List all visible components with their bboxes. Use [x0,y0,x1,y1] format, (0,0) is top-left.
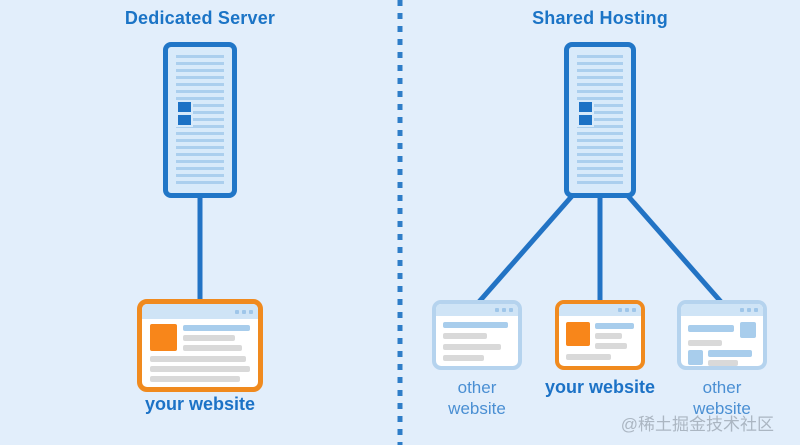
shared-connector-line-right [626,194,724,305]
text-line [150,356,246,362]
other-website-label: other website [693,378,751,418]
text-line [688,340,722,346]
text-line [595,343,627,349]
watermark: @稀土掘金技术社区 [620,415,774,434]
text-line [443,344,501,350]
browser-content [436,316,518,366]
browser-content [559,316,641,366]
text-line [443,355,484,361]
image-placeholder [740,322,756,338]
text-line [150,366,250,372]
window-dot-icon [625,308,629,312]
text-line [183,335,236,341]
shared-connector-line-left [476,194,574,305]
image-placeholder [688,350,703,365]
window-dot-icon [509,308,513,312]
server-tower-icon [564,42,636,198]
your-website-label: your website [144,394,256,414]
window-dot-icon [249,309,253,314]
dedicated-server-title: Dedicated Server [124,8,276,28]
text-line [183,345,242,351]
text-line [150,376,240,382]
window-dot-icon [242,309,246,314]
text-line [595,333,622,339]
browser-content [142,319,258,387]
text-line [566,354,611,360]
browser-titlebar [559,304,641,316]
image-placeholder [150,324,177,351]
other-website-card [677,300,767,370]
image-placeholder [566,322,590,346]
other-website-card [432,300,522,370]
browser-titlebar [436,304,518,316]
text-line [595,323,634,329]
server-led-chip [178,115,191,125]
your-website-label: your website [544,377,656,397]
shared-hosting-title: Shared Hosting [532,8,668,28]
browser-content [681,316,763,366]
window-dot-icon [632,308,636,312]
text-line [688,325,734,332]
text-line [708,360,738,366]
window-dot-icon [502,308,506,312]
your-website-card [555,300,645,370]
window-dot-icon [740,308,744,312]
server-tower-icon [163,42,237,198]
window-dot-icon [747,308,751,312]
browser-titlebar [681,304,763,316]
window-dot-icon [754,308,758,312]
your-website-card [137,299,263,392]
window-dot-icon [618,308,622,312]
text-line [443,322,508,328]
text-line [708,350,752,357]
server-led-chip [579,102,592,112]
text-line [183,325,250,331]
other-website-label: other website [448,378,506,418]
server-led-chip [579,115,592,125]
server-led-chip [178,102,191,112]
window-dot-icon [495,308,499,312]
text-line [443,333,488,339]
browser-titlebar [142,304,258,319]
window-dot-icon [235,309,239,314]
